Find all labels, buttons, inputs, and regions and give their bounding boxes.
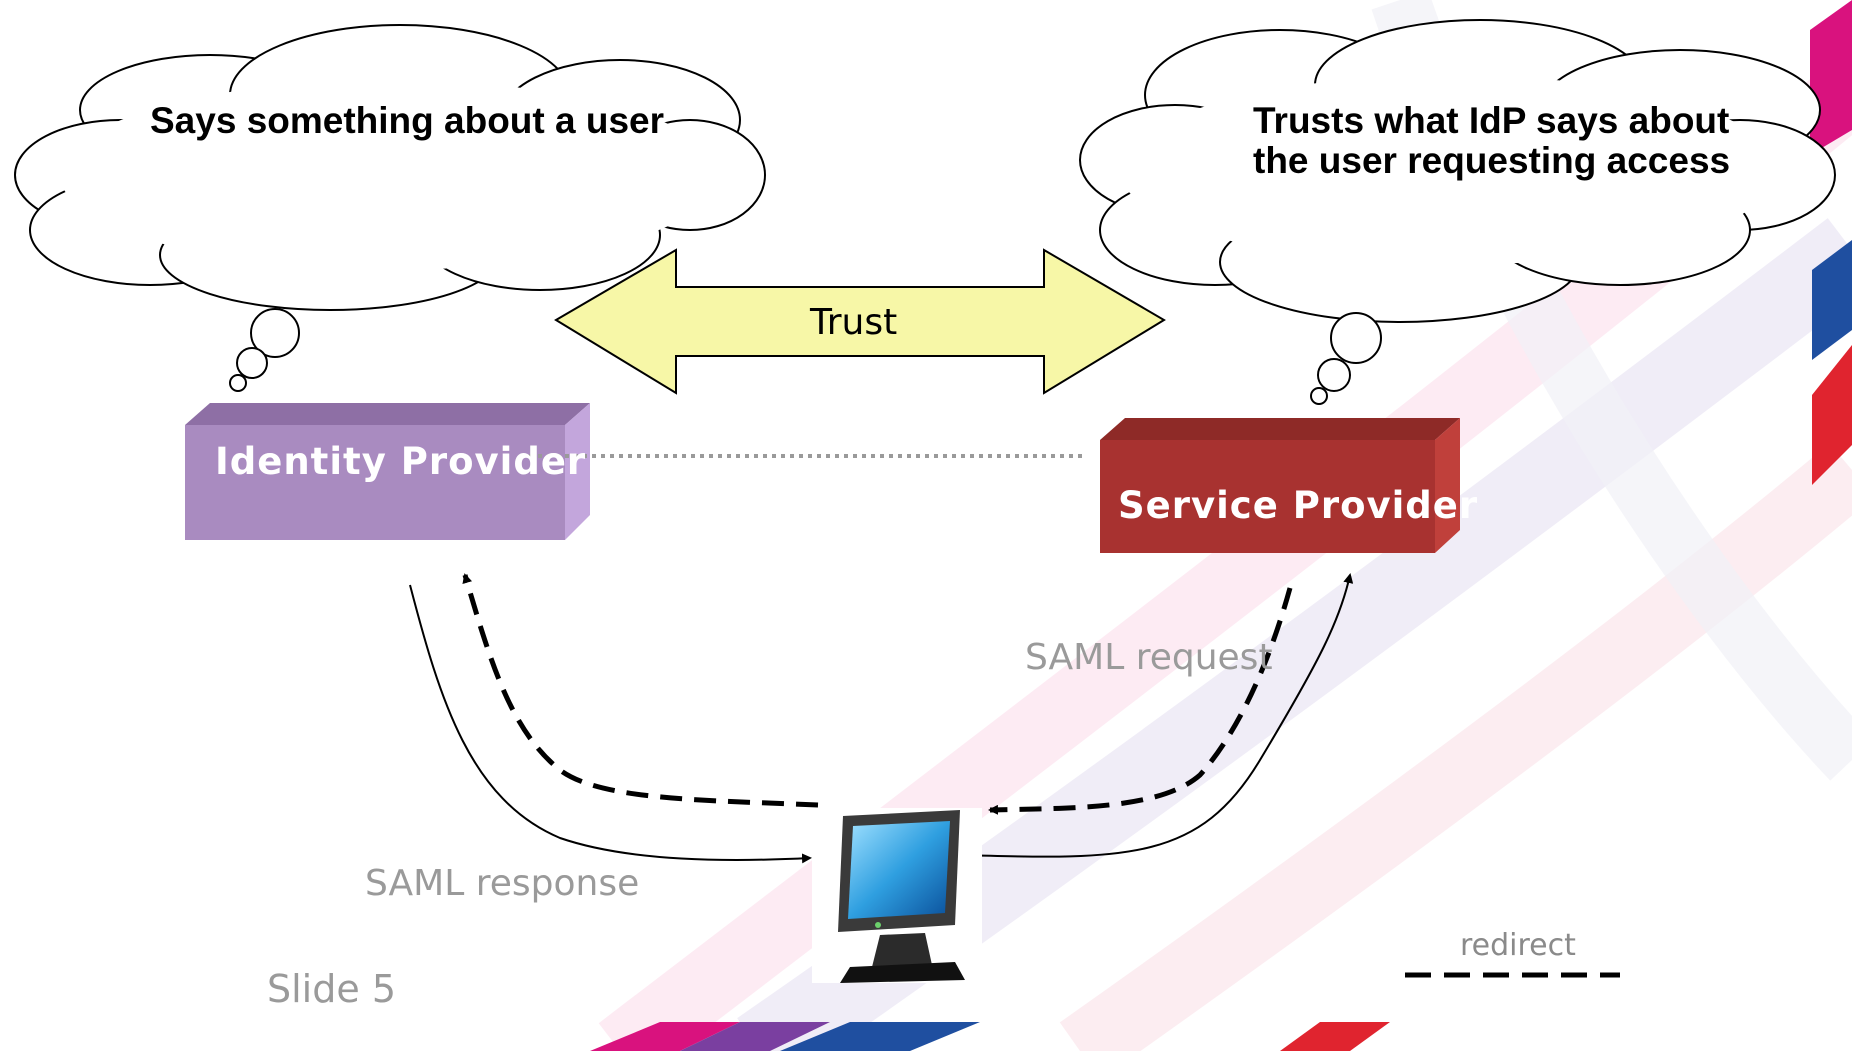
right-cloud-text-line2: the user requesting access [1253,140,1731,181]
left-cloud-text: Says something about a user [150,100,665,141]
saml-request-label: SAML request [1025,637,1273,678]
redirect-from-sp-arrow [988,587,1293,815]
ribbon-blue-bottom [780,1022,980,1051]
ribbon-blue-right [1812,240,1852,360]
identity-provider-label: Identity Provider [215,440,587,483]
ribbon-magenta-bottom [590,1022,740,1051]
legend-redirect-label: redirect [1460,928,1576,963]
trust-label: Trust [810,302,898,343]
ribbon-red-bottom [1280,1022,1390,1051]
ribbon-magenta-right [1810,0,1852,155]
slide-number: Slide 5 [267,967,396,1011]
right-cloud-text-line1: Trusts what IdP says about [1253,100,1730,141]
left-thought-cloud [14,24,766,392]
saml-request-arrow [959,573,1354,858]
saml-response-arrow [409,584,812,864]
service-provider-box [1100,418,1460,553]
ribbon-purple-bottom [680,1022,830,1051]
identity-provider-box [185,403,590,540]
redirect-to-idp-arrow [462,573,819,808]
trust-double-arrow [554,248,1166,395]
right-thought-cloud [1079,19,1836,405]
monitor-icon [812,808,982,983]
service-provider-label: Service Provider [1118,484,1479,527]
saml-response-label: SAML response [365,863,640,904]
ribbon-red-right [1812,345,1852,485]
